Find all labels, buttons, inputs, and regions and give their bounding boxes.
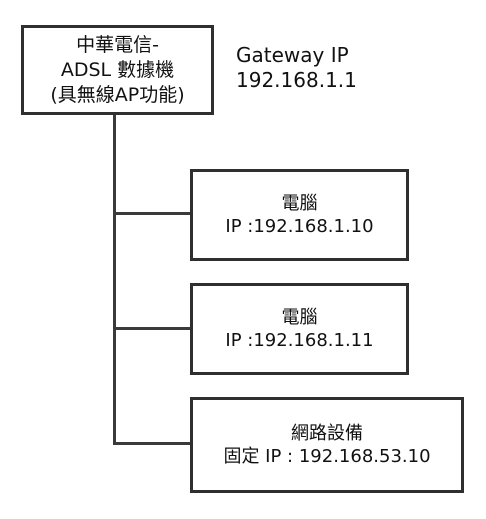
modem-node: 中華電信- ADSL 數據機 (具無線AP功能) [21,25,214,115]
gateway-ip: 192.168.1.1 [236,68,357,92]
gateway-ip-annotation: Gateway IP 192.168.1.1 [236,43,357,93]
network-device-node: 網路設備 固定 IP : 192.168.53.10 [190,397,464,493]
device-name: 電腦 [281,193,318,214]
modem-label-line1: 中華電信- [76,33,159,56]
branch-connector-line-network-device [113,442,192,445]
gateway-label: Gateway IP [236,43,349,67]
device-name: 網路設備 [291,423,363,444]
branch-connector-line-pc1 [113,212,192,215]
modem-label-line2: ADSL 數據機 [60,58,175,81]
branch-connector-line-pc2 [113,327,192,330]
modem-label-line3: (具無線AP功能) [50,83,185,106]
device-name: 電腦 [281,307,318,328]
computer-node-2: 電腦 IP :192.168.1.11 [190,283,409,375]
device-ip: IP :192.168.1.10 [225,216,374,237]
trunk-connector-line [113,114,116,444]
computer-node-1: 電腦 IP :192.168.1.10 [190,169,409,261]
device-ip: IP :192.168.1.11 [225,330,374,351]
device-ip: 固定 IP : 192.168.53.10 [223,446,431,467]
